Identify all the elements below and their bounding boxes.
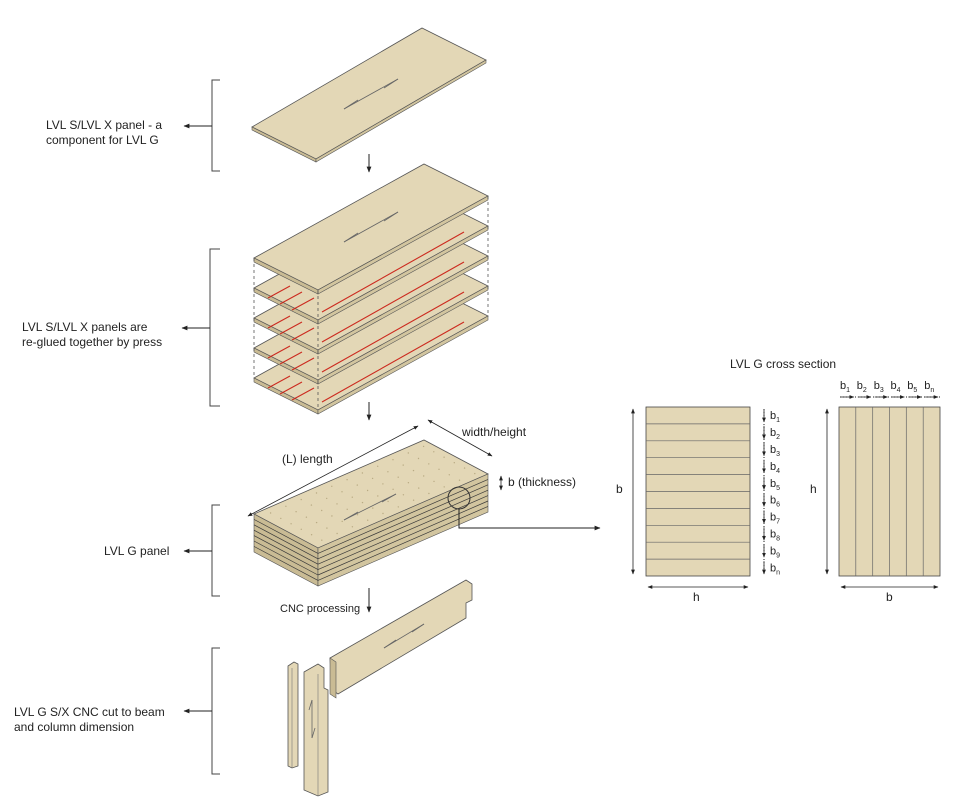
- step-brackets: [209, 79, 220, 775]
- cnc-column-2: [303, 663, 329, 797]
- layer-label: b3: [770, 444, 780, 458]
- layer-label: b5: [770, 478, 780, 492]
- bracket-step-4: [211, 647, 220, 775]
- panel-stack: [253, 163, 489, 415]
- step-4-label: LVL G S/X CNC cut to beam and column dim…: [14, 705, 165, 734]
- step-1-label: LVL S/LVL X panel - a component for LVL …: [46, 118, 163, 147]
- thickness-label: b (thickness): [508, 475, 577, 489]
- strip-label: b5: [907, 380, 917, 394]
- length-dimension: [247, 425, 419, 517]
- cnc-processing-label: CNC processing: [280, 603, 361, 615]
- bracket-step-1: [211, 79, 220, 172]
- grain-arrow-icon: [383, 623, 425, 649]
- strip-labels: b1 b2 b3 b4 b5 bn: [840, 380, 939, 399]
- glue-lines: [267, 321, 465, 403]
- strip-label: b1: [840, 380, 850, 394]
- bracket-step-3: [211, 504, 220, 597]
- grain-arrow-icon: [343, 78, 399, 110]
- cnc-column-1: [287, 661, 299, 769]
- right-section-height-label: h: [810, 482, 817, 496]
- layer-label: b9: [770, 545, 780, 559]
- cross-section-title: LVL G cross section: [730, 357, 837, 371]
- layer-label: b1: [770, 410, 780, 424]
- glue-lines: [267, 261, 465, 343]
- glue-lines: [267, 291, 465, 373]
- layer-label: b6: [770, 495, 780, 509]
- layer-labels: b1 b2 b3 b4 b5 b6 b7 b8 b9 bn: [762, 409, 780, 576]
- bracket-step-2: [209, 248, 220, 407]
- layer-label: b7: [770, 512, 780, 526]
- lvl-g-panel: [253, 439, 489, 587]
- strip-label: b3: [874, 380, 884, 394]
- strip-label: b4: [891, 380, 901, 394]
- strip-label: b2: [857, 380, 867, 394]
- left-section-height-label: b: [616, 482, 623, 496]
- glue-lines: [267, 231, 465, 313]
- panel-layer-lines: [253, 479, 489, 581]
- layer-label: b8: [770, 529, 780, 543]
- left-section-width-label: h: [693, 590, 700, 604]
- layer-label: b4: [770, 461, 780, 475]
- width-dimension: [427, 419, 493, 457]
- cross-section-strips: [838, 406, 941, 577]
- layer-label: bn: [770, 562, 780, 576]
- stack-guides: [253, 196, 489, 410]
- grain-arrow-icon: [343, 211, 399, 243]
- cnc-beam: [329, 579, 473, 699]
- step-2-label: LVL S/LVL X panels are re-glued together…: [22, 320, 163, 349]
- single-panel: [251, 27, 487, 163]
- cross-section-layers: [645, 406, 751, 577]
- step-3-label: LVL G panel: [104, 544, 170, 558]
- detail-leader-arrow: [458, 509, 601, 531]
- stack-panel: [253, 163, 489, 295]
- strip-label: bn: [924, 380, 934, 394]
- right-section-width-label: b: [886, 590, 893, 604]
- grain-arrow-icon: [308, 699, 316, 739]
- layer-label: b2: [770, 427, 780, 441]
- label-arrows: [181, 123, 212, 714]
